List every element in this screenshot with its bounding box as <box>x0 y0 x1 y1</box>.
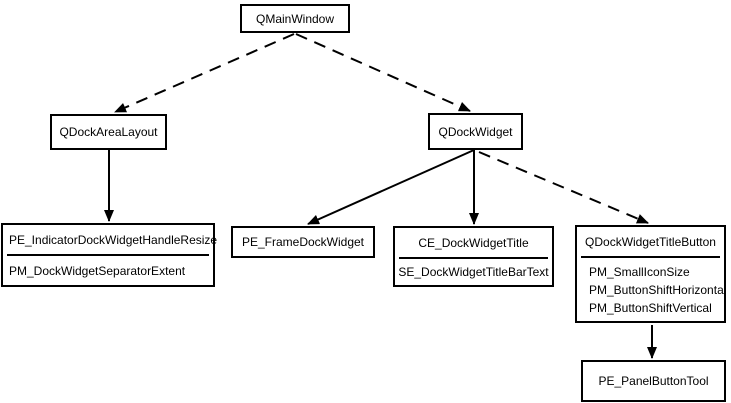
node-qmainwindow-label: QMainWindow <box>255 11 335 26</box>
node-titlebutton: QDockWidgetTitleButton PM_SmallIconSize … <box>575 225 726 323</box>
node-framedockwidget-label: PE_FrameDockWidget <box>241 235 365 249</box>
node-dockwidgettitle-item: SE_DockWidgetTitleBarText <box>398 265 549 279</box>
node-dockwidgettitle-title: CE_DockWidgetTitle <box>418 235 529 250</box>
node-panelbuttontool: PE_PanelButtonTool <box>581 360 726 402</box>
node-dockseparator: PE_IndicatorDockWidgetHandleResize PM_Do… <box>1 223 218 287</box>
compartment-divider <box>7 254 209 256</box>
node-titlebutton-items: PM_SmallIconSize PM_ButtonShiftHorizonta… <box>577 258 727 321</box>
node-framedockwidget: PE_FrameDockWidget <box>231 226 375 258</box>
node-titlebutton-title: QDockWidgetTitleButton <box>585 234 716 249</box>
node-titlebutton-item: PM_ButtonShiftHorizontal <box>589 283 727 297</box>
node-qdockarealayout: QDockAreaLayout <box>50 114 167 150</box>
node-qdockwidget-label: QDockWidget <box>438 124 513 139</box>
node-dockwidgettitle: CE_DockWidgetTitle SE_DockWidgetTitleBar… <box>393 226 554 287</box>
node-dockseparator-title: PE_IndicatorDockWidgetHandleResize <box>9 232 218 247</box>
node-panelbuttontool-label: PE_PanelButtonTool <box>598 374 709 388</box>
compartment-divider <box>581 256 720 258</box>
node-titlebutton-item: PM_SmallIconSize <box>589 265 690 279</box>
node-titlebutton-item: PM_ButtonShiftVertical <box>589 301 712 315</box>
edge-qmainwindow-to-qdockwidget <box>295 33 471 112</box>
compartment-divider <box>399 257 548 259</box>
node-qmainwindow: QMainWindow <box>240 4 350 33</box>
node-qdockwidget: QDockWidget <box>428 113 523 150</box>
node-dockseparator-item: PM_DockWidgetSeparatorExtent <box>9 263 186 278</box>
node-dockwidgettitle-items: SE_DockWidgetTitleBarText <box>395 259 552 285</box>
edge-qmainwindow-to-qdockarealayout <box>114 33 295 113</box>
node-dockseparator-items: PM_DockWidgetSeparatorExtent <box>3 256 213 285</box>
node-qdockarealayout-label: QDockAreaLayout <box>59 125 158 139</box>
edge-qdockwidget-to-framedockwidget <box>307 149 475 225</box>
edge-qdockwidget-to-titlebutton <box>478 151 649 224</box>
